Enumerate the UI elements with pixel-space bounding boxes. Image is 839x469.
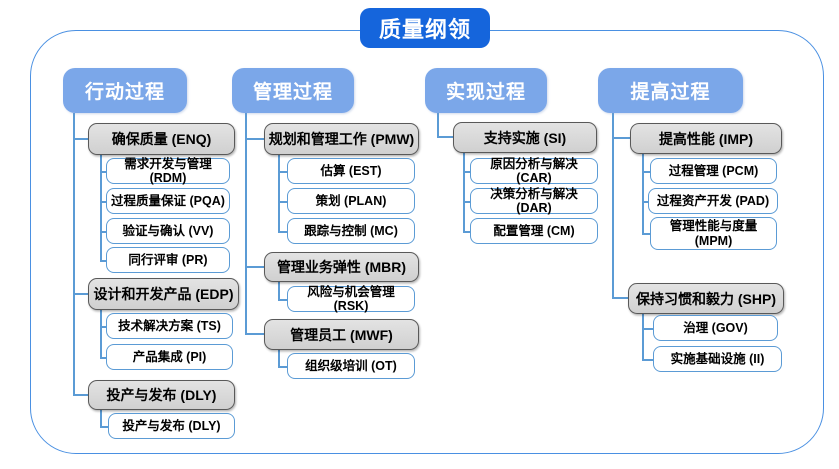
- group-node-si: 支持实施 (SI): [453, 122, 597, 153]
- connector-line: [73, 138, 88, 140]
- leaf-node-pqa: 过程质量保证 (PQA): [106, 188, 230, 214]
- connector-line: [642, 233, 650, 235]
- connector-line: [612, 137, 630, 139]
- connector-line: [278, 348, 280, 367]
- connector-line: [245, 138, 264, 140]
- connector-line: [278, 366, 287, 368]
- connector-line: [100, 357, 106, 359]
- group-node-imp: 提高性能 (IMP): [630, 123, 782, 154]
- leaf-node-pad: 过程资产开发 (PAD): [648, 188, 778, 214]
- leaf-node-dar: 决策分析与解决 (DAR): [470, 187, 598, 215]
- connector-line: [437, 136, 453, 138]
- connector-line: [100, 171, 106, 173]
- connector-line: [642, 312, 644, 360]
- leaf-node-mc: 跟踪与控制 (MC): [287, 218, 415, 244]
- group-node-mwf: 管理员工 (MWF): [264, 319, 419, 350]
- leaf-node-plan: 策划 (PLAN): [287, 188, 415, 214]
- connector-line: [278, 299, 287, 301]
- connector-line: [278, 280, 280, 300]
- group-node-pmw: 规划和管理工作 (PMW): [264, 123, 419, 155]
- connector-line: [278, 153, 280, 232]
- leaf-node-ot: 组织级培训 (OT): [287, 353, 415, 379]
- leaf-node-est: 估算 (EST): [287, 158, 415, 184]
- leaf-node-ts: 技术解决方案 (TS): [106, 313, 233, 339]
- connector-line: [100, 260, 106, 262]
- group-node-dly: 投产与发布 (DLY): [88, 380, 235, 410]
- connector-line: [100, 201, 106, 203]
- connector-line: [642, 152, 644, 234]
- connector-line: [612, 113, 614, 298]
- leaf-node-mpm: 管理性能与度量 (MPM): [650, 217, 777, 250]
- branch-header-improvement-process: 提高过程: [598, 68, 743, 113]
- diagram-title: 质量纲领: [360, 8, 490, 48]
- leaf-node-ii: 实施基础设施 (II): [653, 346, 782, 372]
- connector-line: [245, 333, 264, 335]
- leaf-node-pi: 产品集成 (PI): [106, 344, 233, 370]
- leaf-node-cm: 配置管理 (CM): [470, 218, 598, 244]
- connector-line: [463, 171, 470, 173]
- connector-line: [100, 326, 106, 328]
- connector-line: [612, 297, 628, 299]
- connector-line: [73, 113, 75, 394]
- connector-line: [463, 201, 470, 203]
- connector-line: [100, 408, 102, 427]
- connector-line: [463, 231, 470, 233]
- connector-line: [73, 293, 88, 295]
- connector-line: [642, 328, 653, 330]
- leaf-node-car: 原因分析与解决 (CAR): [470, 157, 598, 185]
- connector-line: [100, 231, 106, 233]
- connector-line: [642, 201, 650, 203]
- connector-line: [642, 359, 653, 361]
- leaf-node-dly: 投产与发布 (DLY): [108, 413, 235, 439]
- leaf-node-pcm: 过程管理 (PCM): [650, 158, 777, 184]
- leaf-node-rdm: 需求开发与管理 (RDM): [106, 157, 230, 185]
- connector-line: [100, 426, 108, 428]
- connector-line: [463, 151, 465, 232]
- branch-header-realization-process: 实现过程: [425, 68, 547, 113]
- leaf-node-rsk: 风险与机会管理 (RSK): [287, 285, 415, 313]
- branch-header-management-process: 管理过程: [232, 68, 354, 113]
- connector-line: [278, 171, 287, 173]
- connector-line: [278, 231, 287, 233]
- group-node-edp: 设计和开发产品 (EDP): [88, 278, 239, 310]
- connector-line: [100, 308, 102, 358]
- connector-line: [73, 394, 88, 396]
- branch-header-action-process: 行动过程: [63, 68, 187, 113]
- connector-line: [642, 171, 650, 173]
- leaf-node-pr: 同行评审 (PR): [106, 247, 230, 273]
- group-node-shp: 保持习惯和毅力 (SHP): [628, 283, 784, 314]
- group-node-mbr: 管理业务弹性 (MBR): [264, 252, 419, 282]
- connector-line: [245, 266, 264, 268]
- leaf-node-vv: 验证与确认 (VV): [106, 218, 230, 244]
- connector-line: [437, 113, 439, 137]
- connector-line: [100, 153, 102, 261]
- connector-line: [245, 113, 247, 334]
- group-node-enq: 确保质量 (ENQ): [88, 123, 235, 155]
- leaf-node-gov: 治理 (GOV): [653, 315, 778, 341]
- connector-line: [278, 201, 287, 203]
